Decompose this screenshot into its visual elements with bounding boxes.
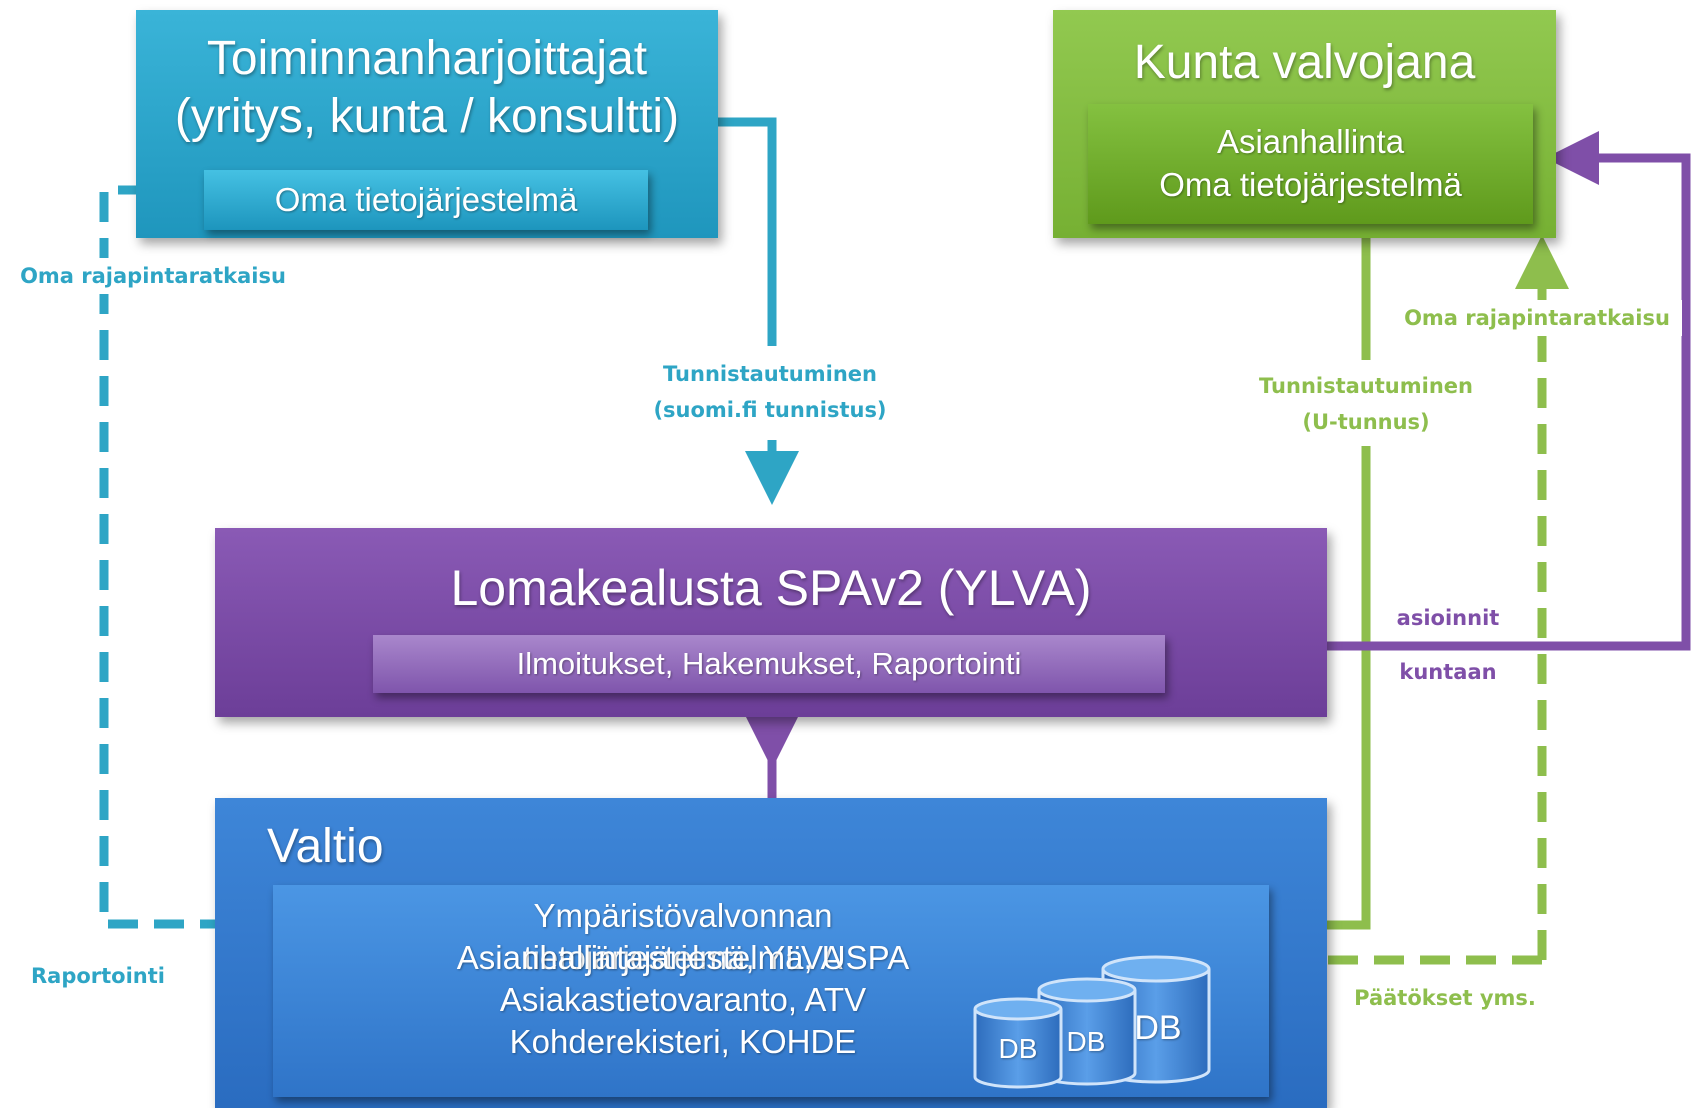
municipality-system: Asianhallinta Oma tietojärjestelmä bbox=[1088, 104, 1533, 224]
operators-title-line1: Toiminnanharjoittajat bbox=[206, 32, 648, 85]
state-box: Valtio Ympäristövalvonnan tietojärjestel… bbox=[215, 798, 1327, 1108]
platform-box: Lomakealusta SPAv2 (YLVA) Ilmoitukset, H… bbox=[215, 528, 1327, 717]
municipal-auth-label-line1: Tunnistautuminen bbox=[1259, 374, 1473, 398]
operator-auth-label-line2: (suomi.fi tunnistus) bbox=[653, 398, 887, 422]
municipal-interface-label: Oma rajapintaratkaisu bbox=[1392, 300, 1682, 336]
operators-system: Oma tietojärjestelmä bbox=[204, 170, 648, 230]
operators-box: Toiminnanharjoittajat (yritys, kunta / k… bbox=[136, 10, 718, 238]
municipal-auth-label-line2: (U-tunnus) bbox=[1302, 410, 1430, 434]
municipality-title: Kunta valvojana bbox=[1133, 36, 1476, 89]
operators-title: Toiminnanharjoittajat (yritys, kunta / k… bbox=[136, 30, 718, 146]
platform-subtitle: Ilmoitukset, Hakemukset, Raportointi bbox=[373, 635, 1165, 693]
state-system-uspa: Asianhallintajärjestelmä, USPA bbox=[456, 939, 910, 976]
transactions-label-line2: kuntaan bbox=[1399, 660, 1497, 684]
state-system-kohde: Kohderekisteri, KOHDE bbox=[509, 1023, 857, 1060]
municipal-auth-label: Tunnistautuminen (U-tunnus) bbox=[1236, 368, 1496, 440]
operator-interface-label: Oma rajapintaratkaisu bbox=[8, 258, 298, 294]
state-system-atv: Asiakastietovaranto, ATV bbox=[499, 981, 867, 1018]
database-label-medium: DB bbox=[1067, 1026, 1106, 1057]
decisions-label: Päätökset yms. bbox=[1354, 986, 1536, 1010]
state-system-ylva: Ympäristövalvonnan tietojärjestelmä, YLV… bbox=[523, 897, 843, 976]
operator-interface-connector bbox=[99, 185, 289, 951]
state-title: Valtio bbox=[267, 820, 384, 873]
database-icon-medium bbox=[1037, 977, 1137, 1086]
state-systems-panel: Ympäristövalvonnan tietojärjestelmä, YLV… bbox=[273, 885, 1269, 1097]
operators-title-line2: (yritys, kunta / konsultti) bbox=[174, 90, 680, 143]
transactions-connector bbox=[1327, 131, 1691, 651]
database-label-large: DB bbox=[1134, 1009, 1181, 1047]
municipality-system-line1: Asianhallinta bbox=[1216, 123, 1405, 160]
transactions-label-line1: asioinnit bbox=[1396, 606, 1500, 630]
platform-title: Lomakealusta SPAv2 (YLVA) bbox=[450, 560, 1092, 616]
operator-auth-label: Tunnistautuminen (suomi.fi tunnistus) bbox=[620, 356, 920, 428]
operator-auth-connector bbox=[718, 117, 777, 346]
operator-auth-label-line1: Tunnistautuminen bbox=[663, 362, 877, 386]
municipality-box: Kunta valvojana Asianhallinta Oma tietoj… bbox=[1053, 10, 1556, 238]
reporting-label: Raportointi bbox=[30, 964, 165, 988]
database-icon-small bbox=[973, 997, 1063, 1089]
municipality-system-line2: Oma tietojärjestelmä bbox=[1159, 166, 1462, 203]
database-label-small: DB bbox=[999, 1033, 1038, 1064]
database-icons: DB DB DB bbox=[973, 955, 1211, 1089]
